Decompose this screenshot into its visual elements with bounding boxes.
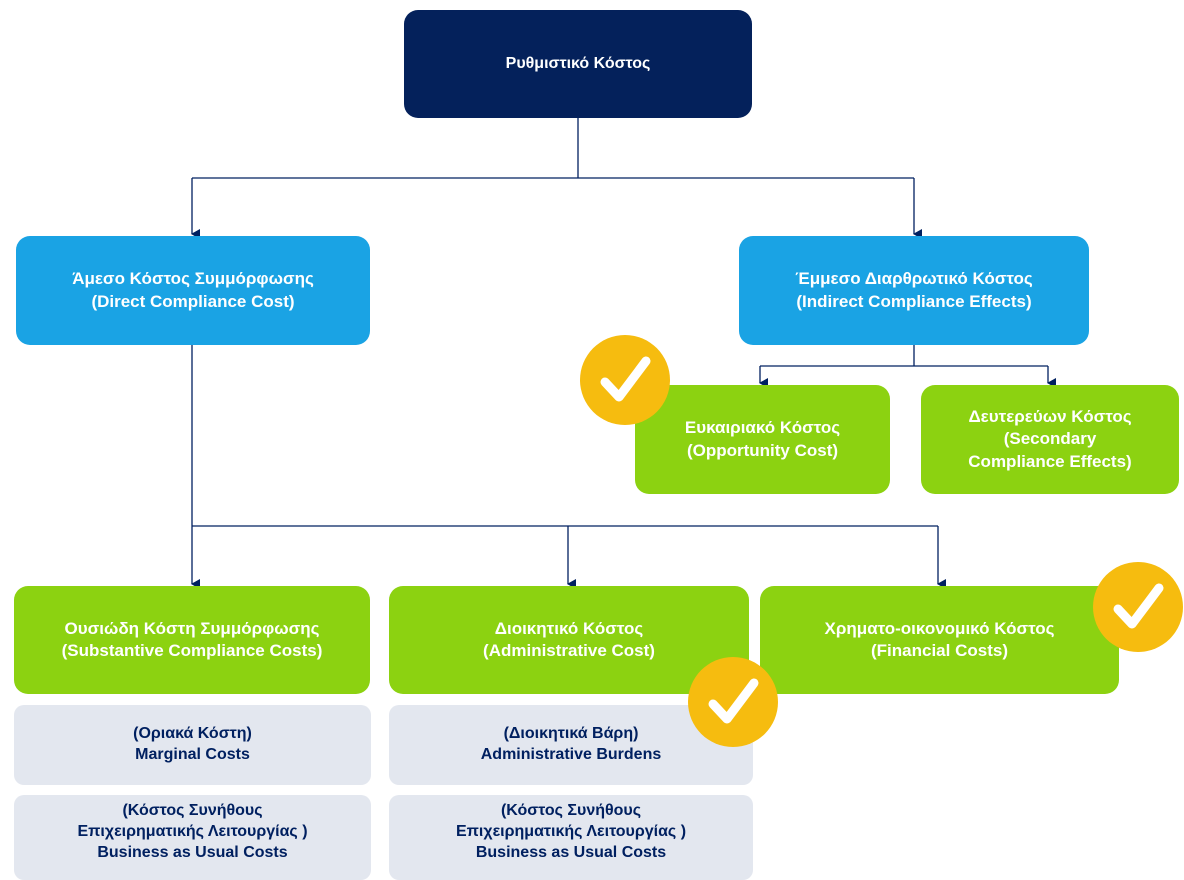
- financial-cost-node: Χρηματο-οικονομικό Κόστος (Financial Cos…: [760, 586, 1119, 694]
- marginal-costs-greek: (Οριακά Κόστη): [133, 725, 252, 743]
- administrative-cost-greek: Διοικητικό Κόστος: [494, 618, 644, 638]
- business-as-usual-node-left: (Κόστος Συνήθους Επιχειρηματικής Λειτουρ…: [14, 795, 371, 880]
- secondary-effects-greek: Δευτερεύων Κόστος: [968, 407, 1132, 427]
- marginal-costs-english: Marginal Costs: [135, 746, 250, 763]
- root-node: Ρυθμιστικό Κόστος: [404, 10, 752, 118]
- secondary-effects-node: Δευτερεύων Κόστος (Secondary Compliance …: [921, 385, 1179, 494]
- bau-left-greek-1: (Κόστος Συνήθους: [122, 802, 263, 819]
- secondary-effects-english-2: Compliance Effects): [968, 451, 1132, 471]
- bau-right-greek-1: (Κόστος Συνήθους: [500, 802, 642, 819]
- root-label: Ρυθμιστικό Κόστος: [505, 54, 651, 72]
- secondary-effects-english-1: (Secondary: [1003, 429, 1097, 449]
- opportunity-cost-greek: Ευκαιριακό Κόστος: [684, 418, 841, 438]
- direct-cost-greek: Άμεσο Κόστος Συμμόρφωσης: [72, 269, 314, 289]
- check-icon: [688, 657, 778, 747]
- financial-cost-greek: Χρηματο-οικονομικό Κόστος: [824, 618, 1055, 638]
- direct-cost-english: (Direct Compliance Cost): [91, 291, 295, 311]
- administrative-burdens-english: Administrative Burdens: [480, 746, 662, 763]
- bau-left-english: Business as Usual Costs: [97, 843, 288, 861]
- bau-right-greek-2: Επιχειρηματικής Λειτουργίας ): [455, 822, 687, 840]
- opportunity-cost-english: (Opportunity Cost): [686, 440, 839, 460]
- check-icon: [1093, 562, 1183, 652]
- opportunity-cost-node: Ευκαιριακό Κόστος (Opportunity Cost): [635, 385, 890, 494]
- indirect-cost-greek: Έμμεσο Διαρθρωτικό Κόστος: [795, 269, 1033, 289]
- direct-cost-node: Άμεσο Κόστος Συμμόρφωσης (Direct Complia…: [16, 236, 370, 345]
- administrative-burdens-greek: (Διοικητικά Βάρη): [503, 725, 639, 743]
- financial-cost-english: (Financial Costs): [871, 641, 1008, 660]
- bau-left-greek-2: Επιχειρηματικής Λειτουργίας ): [77, 822, 308, 840]
- administrative-cost-english: (Administrative Cost): [483, 641, 655, 660]
- substantive-cost-greek: Ουσιώδη Κόστη Συμμόρφωσης: [64, 618, 320, 638]
- check-icon: [580, 335, 670, 425]
- substantive-cost-english: (Substantive Compliance Costs): [61, 641, 323, 660]
- indirect-cost-node: Έμμεσο Διαρθρωτικό Κόστος (Indirect Comp…: [739, 236, 1089, 345]
- bau-right-english: Business as Usual Costs: [475, 843, 667, 861]
- business-as-usual-node-right: (Κόστος Συνήθους Επιχειρηματικής Λειτουρ…: [389, 795, 753, 880]
- administrative-cost-node: Διοικητικό Κόστος (Administrative Cost): [389, 586, 749, 694]
- indirect-cost-english: (Indirect Compliance Effects): [796, 291, 1032, 311]
- substantive-cost-node: Ουσιώδη Κόστη Συμμόρφωσης (Substantive C…: [14, 586, 370, 694]
- marginal-costs-node: (Οριακά Κόστη) Marginal Costs: [14, 705, 371, 785]
